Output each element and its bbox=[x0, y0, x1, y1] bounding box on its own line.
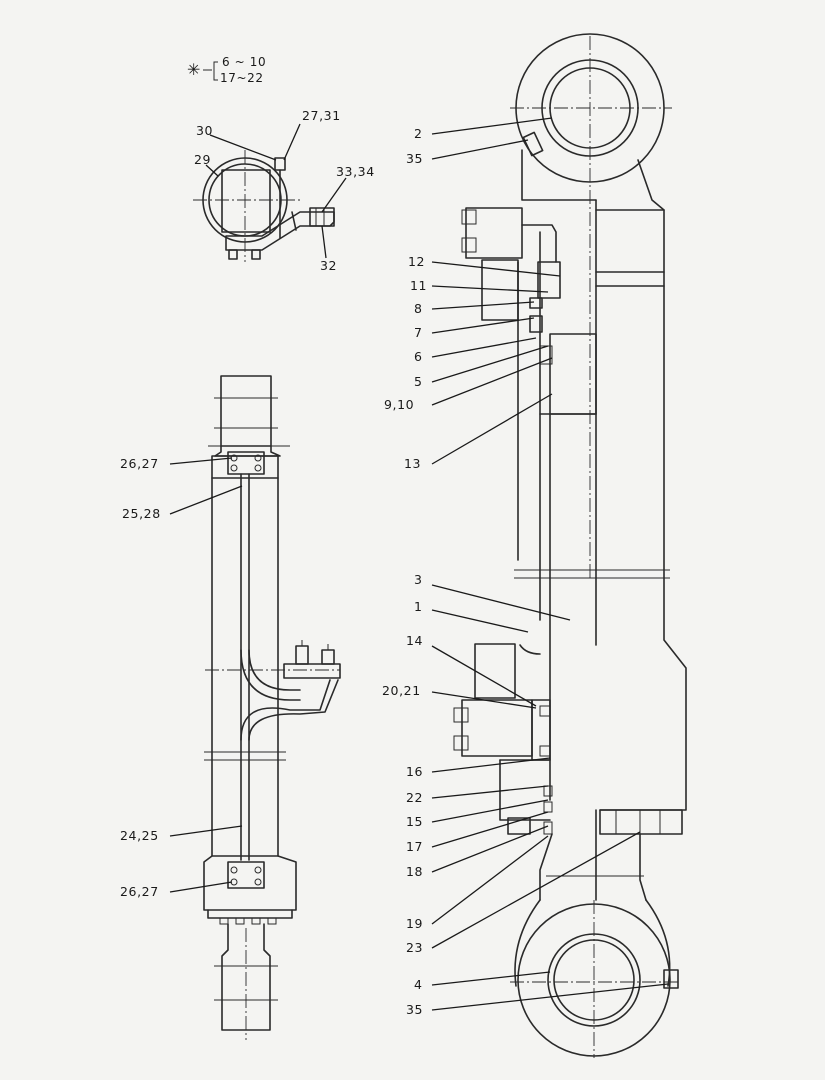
section-view bbox=[193, 150, 335, 262]
label-24-25: 24,25 bbox=[120, 828, 159, 843]
label-26-27-bottom: 26,27 bbox=[120, 884, 159, 899]
label-25-28: 25,28 bbox=[122, 506, 161, 521]
label-20-21: 20,21 bbox=[382, 683, 421, 698]
cylinder-section-view bbox=[453, 33, 687, 1058]
label-32: 32 bbox=[320, 258, 337, 273]
label-17: 17 bbox=[406, 839, 423, 854]
legend-asterisk: ✳ bbox=[187, 60, 200, 79]
label-19: 19 bbox=[406, 916, 423, 931]
label-35-bottom: 35 bbox=[406, 1002, 423, 1017]
label-8: 8 bbox=[414, 301, 423, 316]
label-3: 3 bbox=[414, 572, 423, 587]
label-11: 11 bbox=[410, 278, 427, 293]
legend: ✳ 6 ~ 10 17~22 bbox=[187, 55, 266, 85]
label-7: 7 bbox=[414, 325, 423, 340]
label-27-31: 27,31 bbox=[302, 108, 341, 123]
leader-lines bbox=[169, 117, 669, 1011]
label-16: 16 bbox=[406, 764, 423, 779]
label-13: 13 bbox=[404, 456, 421, 471]
label-5: 5 bbox=[414, 374, 423, 389]
label-15: 15 bbox=[406, 814, 423, 829]
label-12: 12 bbox=[408, 254, 425, 269]
legend-range-1: 6 ~ 10 bbox=[222, 55, 266, 69]
label-4: 4 bbox=[414, 977, 423, 992]
cylinder-side-view bbox=[203, 375, 341, 1040]
label-18: 18 bbox=[406, 864, 423, 879]
label-2: 2 bbox=[414, 126, 423, 141]
label-14: 14 bbox=[406, 633, 423, 648]
label-30: 30 bbox=[196, 123, 213, 138]
label-1: 1 bbox=[414, 599, 423, 614]
legend-range-2: 17~22 bbox=[220, 71, 264, 85]
label-35-top: 35 bbox=[406, 151, 423, 166]
label-9-10: 9,10 bbox=[384, 397, 414, 412]
label-22: 22 bbox=[406, 790, 423, 805]
label-26-27-top: 26,27 bbox=[120, 456, 159, 471]
label-23: 23 bbox=[406, 940, 423, 955]
label-29: 29 bbox=[194, 152, 211, 167]
part-labels: 2 35 12 11 8 7 6 5 9,10 13 3 1 14 20,21 … bbox=[120, 108, 427, 1017]
label-6: 6 bbox=[414, 349, 423, 364]
label-33-34: 33,34 bbox=[336, 164, 375, 179]
